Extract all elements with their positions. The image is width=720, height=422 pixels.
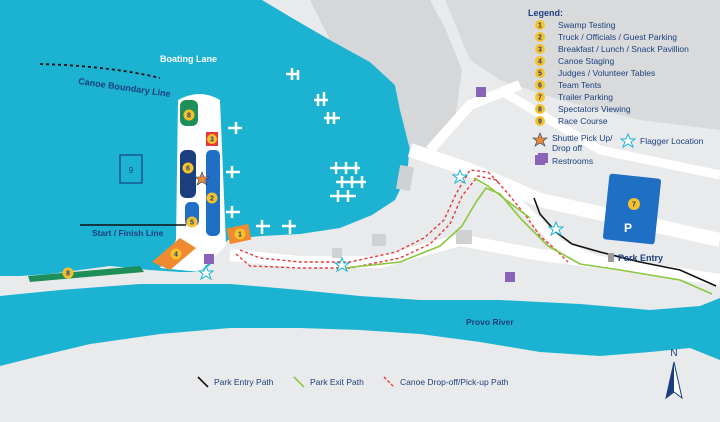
entry-path <box>533 197 717 287</box>
flagger-star-icon <box>333 256 351 273</box>
building <box>456 230 472 244</box>
path-legend-canoe: Canoe Drop-off/Pick-up Path <box>400 377 509 387</box>
map-markers: 1 2 3 4 5 6 7 8 8 <box>62 109 640 279</box>
docks <box>226 68 366 234</box>
svg-text:7: 7 <box>538 95 542 102</box>
river-label: Provo River <box>466 317 514 327</box>
flagger-star-icon <box>197 264 215 281</box>
marker-4 <box>170 248 182 260</box>
svg-text:3: 3 <box>210 137 214 144</box>
exit-path-loop <box>473 177 531 219</box>
legend-shuttle-line2: Drop off <box>552 143 583 153</box>
legend-shuttle-line1: Shuttle Pick Up/ <box>552 133 613 143</box>
svg-text:Race Course: Race Course <box>558 116 608 126</box>
race-course-number: 9 <box>129 166 134 175</box>
svg-text:Swamp Testing: Swamp Testing <box>558 20 616 30</box>
start-finish-label: Start / Finish Line <box>92 228 164 238</box>
area-team-tents <box>180 150 196 198</box>
legend-flagger-star-icon <box>619 132 637 149</box>
legend: Legend: 1 Swamp Testing 2 Truck / Offici… <box>528 8 704 166</box>
svg-text:1: 1 <box>238 232 242 239</box>
building <box>396 164 414 192</box>
marker-2 <box>206 192 218 204</box>
upper-right-land <box>445 0 720 130</box>
flagger-stars <box>197 168 565 281</box>
road-branch <box>467 165 602 267</box>
svg-text:8: 8 <box>187 113 191 120</box>
svg-text:2: 2 <box>538 35 542 42</box>
park-entry-label: Park Entry <box>618 253 663 263</box>
svg-text:6: 6 <box>538 83 542 90</box>
path-legend: Park Entry Path Park Exit Path Canoe Dro… <box>197 376 509 388</box>
restroom-icon <box>476 87 486 97</box>
svg-text:Judges / Volunteer Tables: Judges / Volunteer Tables <box>558 68 655 78</box>
road-diagonal <box>497 86 720 180</box>
svg-text:Breakfast / Lunch / Snack Pavi: Breakfast / Lunch / Snack Pavillion <box>558 44 689 54</box>
marker-3 <box>207 134 217 144</box>
legend-title: Legend: <box>528 8 563 18</box>
path-legend-entry: Park Entry Path <box>214 377 274 387</box>
legend-items: 1 Swamp Testing 2 Truck / Officials / Gu… <box>535 20 689 126</box>
marker-7 <box>628 198 640 210</box>
svg-text:5: 5 <box>190 220 194 227</box>
svg-text:3: 3 <box>538 47 542 54</box>
legend-restrooms: Restrooms <box>552 156 593 166</box>
restroom-icon <box>505 272 515 282</box>
legend-flagger: Flagger Location <box>640 136 704 146</box>
svg-text:6: 6 <box>186 166 190 173</box>
svg-text:9: 9 <box>538 119 542 126</box>
park-entry-marker <box>608 253 614 262</box>
marker-1 <box>234 228 246 240</box>
building <box>332 248 342 258</box>
area-spectators-bottom <box>28 266 144 282</box>
exit-path <box>343 187 713 295</box>
svg-text:8: 8 <box>538 107 542 114</box>
canoe-boundary-line <box>39 63 161 79</box>
marker-8-top <box>183 109 195 121</box>
provo-river <box>0 284 720 366</box>
svg-text:1: 1 <box>538 23 542 30</box>
upper-land <box>310 0 462 150</box>
flagger-star-icon <box>451 168 469 185</box>
canoe-path <box>235 175 569 269</box>
restroom-icon <box>204 254 214 264</box>
svg-text:2: 2 <box>210 196 214 203</box>
svg-text:Team Tents: Team Tents <box>558 80 601 90</box>
marker-5 <box>186 216 198 228</box>
legend-restroom-icon <box>535 155 545 165</box>
north-arrow-icon: N <box>665 348 683 400</box>
svg-text:Canoe Staging: Canoe Staging <box>558 56 615 66</box>
marker-6 <box>182 162 194 174</box>
shuttle-star-icon <box>194 171 210 186</box>
legend-shuttle-star-icon <box>532 132 548 147</box>
race-course-box <box>119 154 143 184</box>
flagger-star-icon <box>547 220 565 237</box>
svg-text:8: 8 <box>66 271 70 278</box>
building <box>372 234 386 246</box>
parking-p: P <box>624 221 632 235</box>
path-legend-exit: Park Exit Path <box>310 377 364 387</box>
svg-text:4: 4 <box>538 59 542 66</box>
svg-text:4: 4 <box>174 252 178 259</box>
svg-text:Truck / Officials / Guest Park: Truck / Officials / Guest Parking <box>558 32 677 42</box>
marker-8-bottom <box>62 267 74 279</box>
svg-text:Spectators Viewing: Spectators Viewing <box>558 104 631 114</box>
svg-text:5: 5 <box>538 71 542 78</box>
svg-text:Trailer Parking: Trailer Parking <box>558 92 613 102</box>
boating-lane-label: Boating Lane <box>160 54 217 64</box>
svg-text:N: N <box>670 348 677 359</box>
svg-text:7: 7 <box>632 202 636 209</box>
